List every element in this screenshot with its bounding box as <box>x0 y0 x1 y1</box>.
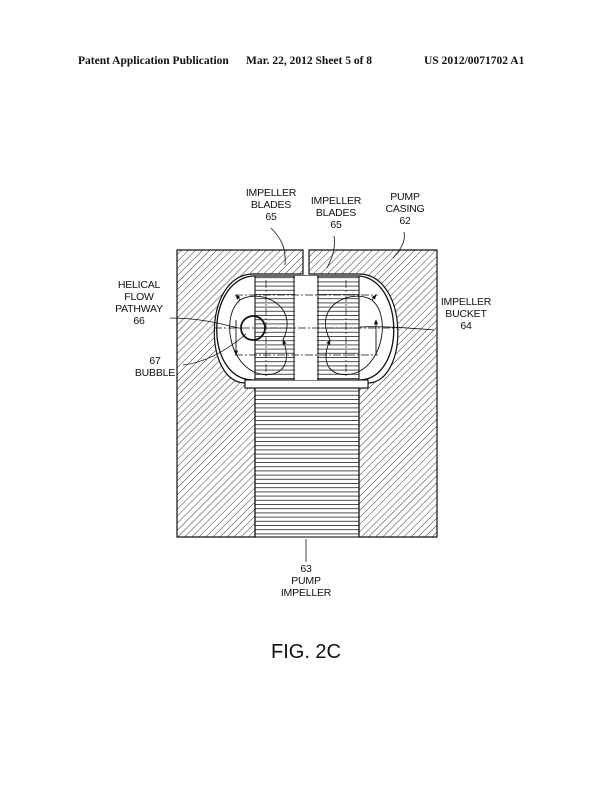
svg-text:PUMP: PUMP <box>390 191 420 203</box>
callout-impeller-blades-right: IMPELLER BLADES 65 <box>311 195 362 231</box>
svg-text:BLADES: BLADES <box>251 199 291 211</box>
callout-pump-impeller: 63 PUMP IMPELLER <box>281 563 332 599</box>
svg-text:FLOW: FLOW <box>124 291 154 303</box>
svg-text:IMPELLER: IMPELLER <box>281 587 332 599</box>
svg-text:PUMP: PUMP <box>291 575 321 587</box>
bubble-circle <box>240 315 266 341</box>
helical-flow-pathway <box>229 294 383 376</box>
svg-text:PATHWAY: PATHWAY <box>115 303 163 315</box>
svg-text:HELICAL: HELICAL <box>118 279 161 291</box>
svg-text:IMPELLER: IMPELLER <box>441 296 492 308</box>
publication-type: Patent Application Publication <box>78 55 229 67</box>
callout-helical-flow-pathway: HELICAL FLOW PATHWAY 66 <box>115 279 163 327</box>
svg-text:65: 65 <box>265 211 277 223</box>
svg-text:63: 63 <box>300 563 312 575</box>
svg-text:67: 67 <box>149 355 161 367</box>
svg-text:62: 62 <box>399 215 411 227</box>
callout-pump-casing: PUMP CASING 62 <box>385 191 424 227</box>
callout-impeller-blades-left: IMPELLER BLADES 65 <box>246 187 297 223</box>
svg-text:65: 65 <box>330 219 342 231</box>
svg-text:66: 66 <box>133 315 145 327</box>
figure-label: FIG. 2C <box>271 641 341 663</box>
svg-text:BUBBLE: BUBBLE <box>135 367 175 379</box>
svg-text:CASING: CASING <box>385 203 424 215</box>
callout-bubble: 67 BUBBLE <box>135 355 176 379</box>
svg-text:IMPELLER: IMPELLER <box>246 187 297 199</box>
patent-number: US 2012/0071702 A1 <box>424 55 525 67</box>
svg-text:BUCKET: BUCKET <box>445 308 487 320</box>
center-lines <box>214 280 398 378</box>
svg-text:IMPELLER: IMPELLER <box>311 195 362 207</box>
pump-impeller-shaft <box>244 379 369 538</box>
leader-lines <box>169 227 435 562</box>
publication-date-sheet: Mar. 22, 2012 Sheet 5 of 8 <box>246 55 373 67</box>
svg-text:64: 64 <box>460 320 472 332</box>
callout-impeller-bucket: IMPELLER BUCKET 64 <box>441 296 492 332</box>
impeller-blades <box>254 276 360 380</box>
svg-text:BLADES: BLADES <box>316 207 356 219</box>
